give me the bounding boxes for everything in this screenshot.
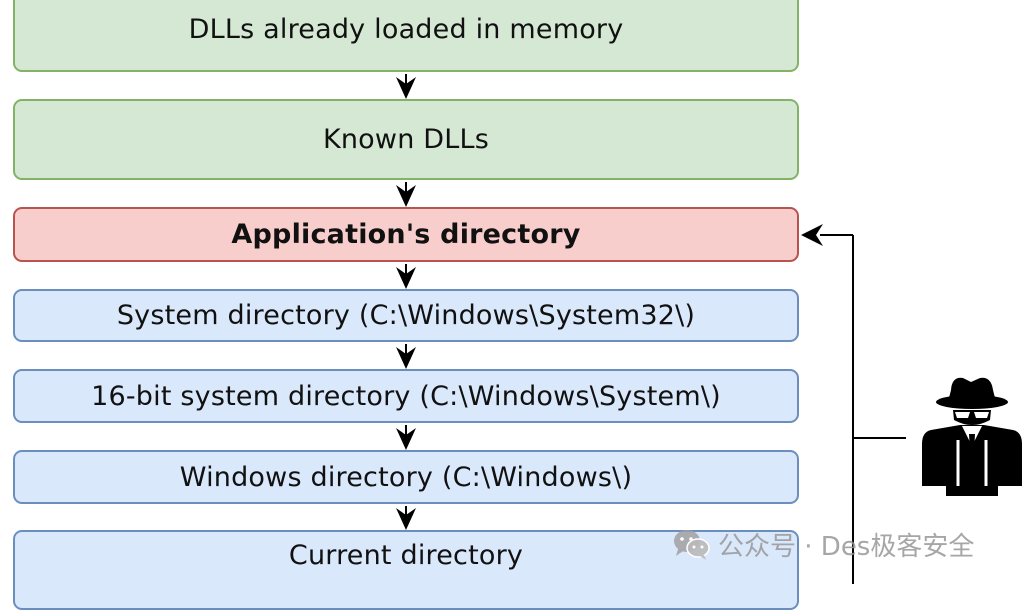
- flow-arrow: [396, 506, 416, 530]
- step-label: Known DLLs: [322, 124, 490, 155]
- flow-arrow: [396, 344, 416, 369]
- step-label: Current directory: [288, 539, 524, 571]
- step-label: DLLs already loaded in memory: [188, 13, 624, 45]
- step-dlls-in-memory: DLLs already loaded in memory: [13, 0, 799, 72]
- step-windows-directory: Windows directory (C:\Windows\): [13, 450, 799, 504]
- step-label: Application's directory: [231, 219, 581, 250]
- flow-arrow: [396, 74, 416, 99]
- wechat-icon: [674, 530, 710, 560]
- step-application-directory: Application's directory: [13, 207, 799, 262]
- step-label: Windows directory (C:\Windows\): [179, 461, 633, 493]
- flow-arrow: [396, 182, 416, 207]
- flow-arrow: [396, 425, 416, 450]
- step-label: System directory (C:\Windows\System32\): [116, 300, 696, 331]
- watermark-text: 公众号 · Des极客安全: [718, 531, 975, 562]
- watermark: 公众号 · Des极客安全: [672, 524, 974, 564]
- flow-arrow: [396, 264, 416, 289]
- step-known-dlls: Known DLLs: [13, 99, 799, 180]
- step-16bit-system-directory: 16-bit system directory (C:\Windows\Syst…: [13, 369, 799, 423]
- step-label: 16-bit system directory (C:\Windows\Syst…: [91, 380, 721, 412]
- hacker-spy-icon: [922, 377, 1022, 496]
- step-system-directory: System directory (C:\Windows\System32\): [13, 289, 799, 342]
